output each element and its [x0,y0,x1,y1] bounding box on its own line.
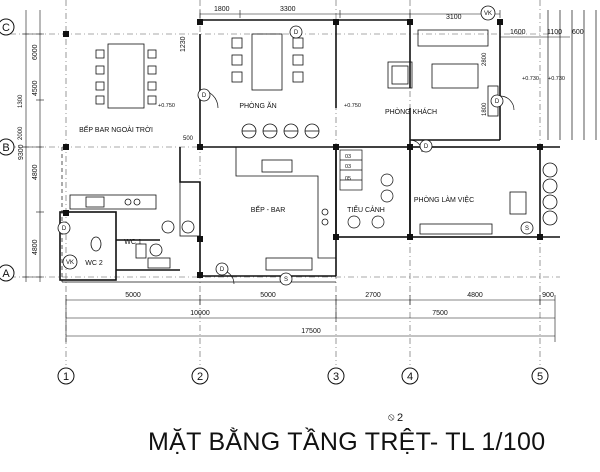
drawing-title: MẶT BẰNG TẦNG TRỆT- TL 1/100 [148,428,546,456]
dining-table [231,33,304,91]
svg-text:03: 03 [345,154,351,160]
grid-bubbles: C B A 1 2 3 4 5 [0,18,549,385]
svg-text:1230: 1230 [180,36,187,52]
grid-bubble-c: C [0,18,15,36]
svg-text:3300: 3300 [280,6,296,13]
svg-text:2000: 2000 [18,126,24,140]
svg-text:9300: 9300 [18,144,25,160]
bar-stools [241,123,320,139]
svg-text:B: B [2,142,9,154]
svg-text:2: 2 [397,412,403,424]
svg-text:+0.750: +0.750 [344,103,361,109]
outdoor-bar-counter [69,194,157,210]
svg-text:4800: 4800 [467,292,483,299]
stair-step-labels: 03 03 05 [345,154,351,182]
svg-text:VK: VK [484,11,492,17]
stairs [339,149,394,229]
svg-text:+0.730: +0.730 [548,76,565,82]
svg-text:D: D [62,226,67,232]
top-dimensions [199,10,570,38]
kitchen-counter [161,147,336,271]
svg-text:D: D [294,30,299,36]
section-marker: ⦸ 2 [388,412,403,424]
svg-text:C: C [2,22,10,34]
svg-text:⦸: ⦸ [388,412,395,423]
svg-text:3100: 3100 [446,14,462,21]
svg-text:A: A [2,268,10,280]
svg-text:6000: 6000 [32,44,39,60]
living-room-sofa [387,29,499,117]
grid-bubble-1: 1 [57,367,75,385]
top-dimension-labels: 1800 3300 3100 1600 1100 600 [214,6,584,36]
room-label-study: PHÒNG LÀM VIỆC [414,195,474,204]
wc-fixtures [90,236,171,269]
columns [63,19,543,278]
svg-text:600: 600 [572,29,584,36]
svg-text:1100: 1100 [547,29,562,36]
svg-text:2: 2 [197,371,203,383]
svg-text:2700: 2700 [365,292,381,299]
walls [59,19,560,283]
svg-text:4800: 4800 [32,239,39,255]
misc-dimensions: 500 2800 1800 1300 2000 [18,52,488,142]
grid-bubble-3: 3 [327,367,345,385]
svg-text:900: 900 [542,292,554,299]
svg-text:3: 3 [333,371,339,383]
grid-bubble-5: 5 [531,367,549,385]
room-label-dining: PHÒNG ĂN [239,101,276,110]
svg-text:5000: 5000 [125,292,141,299]
svg-text:1800: 1800 [482,102,488,116]
grid-bubble-a: A [0,264,15,282]
room-label-living: PHÒNG KHÁCH [385,107,437,116]
svg-text:VK: VK [66,260,74,266]
svg-text:03: 03 [345,164,351,170]
svg-text:+0.730: +0.730 [522,76,539,82]
svg-text:10000: 10000 [190,310,210,317]
grid-bubble-2: 2 [191,367,209,385]
level-marks: +0.750 +0.750 +0.730 +0.730 [158,76,565,109]
svg-text:500: 500 [183,136,194,142]
svg-text:1300: 1300 [18,94,24,108]
svg-text:5000: 5000 [260,292,276,299]
svg-text:5: 5 [537,371,543,383]
room-label-garden: TIỂU CẢNH [347,205,385,214]
svg-text:D: D [202,93,207,99]
svg-text:+0.750: +0.750 [158,103,175,109]
svg-text:D: D [220,267,225,273]
svg-text:D: D [424,144,429,150]
svg-text:S: S [525,226,529,232]
room-label-outdoor-bar: BẾP BAR NGOÀI TRỜI [79,124,153,134]
svg-text:7500: 7500 [432,310,448,317]
svg-text:05: 05 [345,176,351,182]
svg-text:1800: 1800 [214,6,230,13]
svg-text:4800: 4800 [32,164,39,180]
doors [199,89,515,285]
room-label-kitchen: BẾP - BAR [251,204,286,214]
svg-text:D: D [495,99,500,105]
bottom-dimensions [65,295,556,342]
left-dimensions [22,10,44,282]
entry-steps [547,10,597,140]
svg-text:1600: 1600 [510,29,526,36]
svg-text:17500: 17500 [301,328,321,335]
grid-bubble-4: 4 [401,367,419,385]
svg-text:4500: 4500 [32,80,39,96]
outdoor-dining-table [95,43,157,109]
room-label-wc1: WC 1 [124,239,142,246]
svg-text:S: S [284,277,288,283]
room-labels: BẾP BAR NGOÀI TRỜI PHÒNG ĂN PHÒNG KHÁCH … [79,101,474,267]
grid-axis-lines [10,0,560,365]
bottom-dimension-labels: 5000 5000 2700 4800 900 10000 7500 17500 [125,292,554,335]
study-furniture [419,162,558,235]
svg-text:2800: 2800 [482,52,488,66]
tag-bubbles: D D D D D D S S VK VK [57,5,534,286]
svg-text:1: 1 [63,371,69,383]
room-label-wc2: WC 2 [85,260,103,267]
left-dimension-labels: 6000 4500 1230 9300 4800 4800 [18,36,187,255]
grid-bubble-b: B [0,138,15,156]
svg-text:4: 4 [407,371,413,383]
